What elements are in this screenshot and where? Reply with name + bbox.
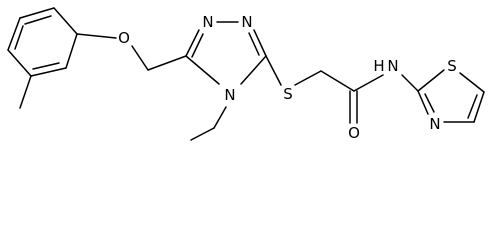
bond (185, 55, 220, 85)
bond (19, 75, 32, 109)
bond (185, 29, 200, 57)
bond (424, 93, 435, 113)
bond (240, 55, 267, 85)
bond (253, 29, 267, 57)
bond (294, 70, 322, 86)
bond (191, 33, 204, 58)
bond (7, 17, 21, 51)
bond (265, 55, 282, 86)
thiazole-sulfur-label: S (447, 57, 457, 75)
thioether-sulfur-label: S (283, 85, 293, 103)
bond (248, 32, 260, 56)
ether-oxygen-label: O (118, 29, 130, 47)
triazole-n4-label: N (224, 86, 235, 104)
triazole-n1-label: N (202, 13, 213, 31)
amide-hydrogen-label: H (373, 57, 384, 75)
bond (473, 91, 485, 123)
bond (24, 15, 52, 25)
bond (320, 70, 355, 92)
bond (53, 7, 78, 35)
bond (353, 74, 384, 92)
bond (7, 49, 32, 77)
bond (76, 33, 117, 39)
carbonyl-oxygen-label: O (348, 124, 360, 142)
bond (401, 74, 419, 92)
bond (467, 94, 478, 119)
bond (213, 106, 227, 129)
bond (417, 69, 445, 92)
atom-labels: O N N N S O N H S N (118, 13, 457, 142)
chemical-structure: O N N N S O N H S N (7, 7, 485, 142)
bond (14, 25, 24, 50)
bond (32, 62, 60, 70)
bond (131, 45, 149, 71)
amide-nitrogen-label: N (387, 57, 398, 75)
bond (65, 33, 78, 69)
bond (147, 55, 187, 71)
thiazole-nitrogen-label: N (429, 115, 440, 133)
triazole-n2-label: N (241, 13, 252, 31)
bonds (7, 7, 485, 141)
bond (190, 127, 215, 141)
bond (417, 90, 429, 115)
bond (19, 7, 55, 19)
bond (459, 72, 485, 93)
bond (30, 67, 67, 77)
